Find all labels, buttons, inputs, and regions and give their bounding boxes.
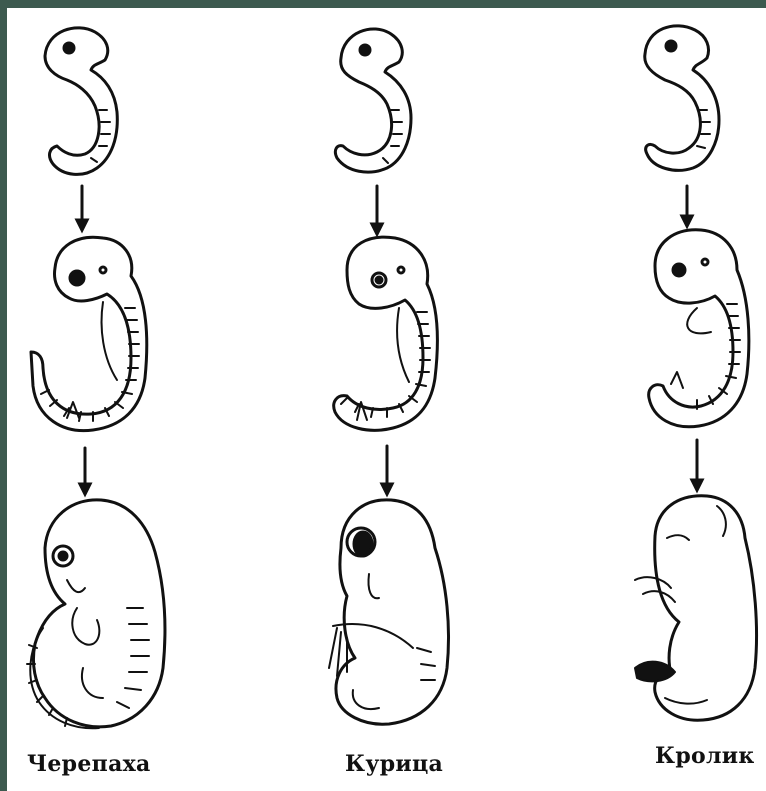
chicken-label: Курица — [345, 751, 443, 777]
embryo-comparison-diagram — [7, 8, 766, 791]
rabbit-embryo-stage-2 — [649, 230, 749, 427]
rabbit-embryo-stage-3 — [635, 496, 757, 720]
turtle-embryo-stage-3 — [27, 500, 165, 728]
turtle-column — [27, 28, 165, 728]
turtle-embryo-stage-2 — [31, 237, 147, 430]
turtle-label: Черепаха — [27, 751, 151, 777]
rabbit-label: Кролик — [655, 743, 755, 769]
rabbit-embryo-stage-1 — [645, 26, 719, 170]
turtle-embryo-stage-1 — [45, 28, 117, 175]
chicken-column — [329, 29, 449, 724]
rabbit-column — [635, 26, 757, 720]
chicken-embryo-stage-3 — [329, 500, 449, 724]
chicken-embryo-stage-2 — [334, 237, 438, 430]
chicken-embryo-stage-1 — [335, 29, 411, 172]
